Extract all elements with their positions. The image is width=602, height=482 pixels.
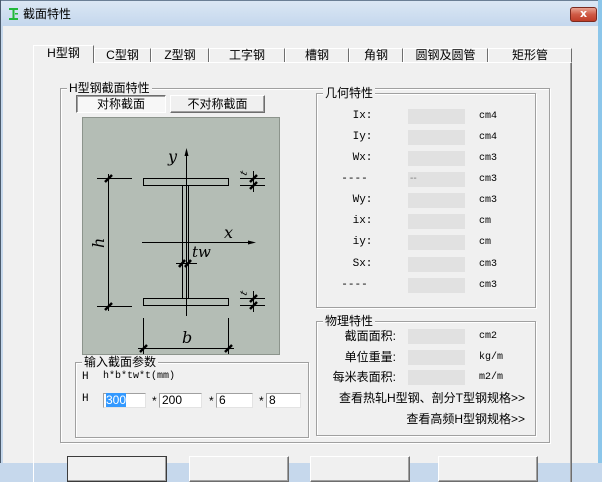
tab-angle[interactable]: 角钢 xyxy=(349,48,403,62)
wy-modulus-value xyxy=(408,193,465,208)
tab-label: 圆钢及圆管 xyxy=(415,48,476,62)
placeholder-label: ---- xyxy=(341,173,368,185)
web-thickness-tw-input[interactable]: 6 xyxy=(216,393,253,408)
iy-radius-label: iy: xyxy=(352,236,373,248)
height-label: h xyxy=(89,238,108,248)
h-beam-drawing: y x tw b h t t xyxy=(89,147,265,354)
tab-label: 工字钢 xyxy=(228,48,265,62)
footer-button-2[interactable] xyxy=(189,456,289,482)
wx-modulus-label: Wx: xyxy=(352,152,373,164)
section-area-value xyxy=(408,329,465,344)
window-border-right xyxy=(598,0,602,463)
ix-moment-value xyxy=(408,109,465,124)
input-params-group: 输入截面参数 xyxy=(75,355,309,438)
multiply-separator: * xyxy=(259,394,264,408)
tab-label: 槽钢 xyxy=(304,48,329,62)
tab-panel xyxy=(33,62,572,482)
unit-label: cm xyxy=(479,237,492,248)
sx-static-moment-value xyxy=(408,257,465,272)
asymmetric-section-button[interactable]: 不对称截面 xyxy=(170,95,265,113)
group-legend: H型钢截面特性 xyxy=(67,81,152,95)
tab-label: H型钢 xyxy=(47,46,80,60)
tab-label: 矩形管 xyxy=(511,48,548,62)
footer-button-1[interactable] xyxy=(67,456,167,482)
h-section-diagram: y x tw b h t t xyxy=(82,117,280,355)
footer-button-3[interactable] xyxy=(310,456,410,482)
unit-label: cm3 xyxy=(479,195,498,206)
unit-label: cm3 xyxy=(479,174,498,185)
multiply-separator: * xyxy=(209,394,214,408)
group-legend: 输入截面参数 xyxy=(82,355,159,369)
surface-area-per-meter-value xyxy=(408,370,465,385)
unit-label: cm4 xyxy=(479,132,498,143)
sx-static-moment-label: Sx: xyxy=(352,258,373,270)
surface-area-per-meter-label: 每米表面积: xyxy=(332,370,396,384)
group-legend: 物理特性 xyxy=(323,314,376,328)
unit-weight-label: 单位重量: xyxy=(344,350,396,364)
physical-properties-group: 物理特性 xyxy=(316,314,536,436)
wx-modulus-value xyxy=(408,151,465,166)
selected-text: 300 xyxy=(106,393,127,407)
geometry-properties-group: 几何特性 xyxy=(316,86,536,308)
x-axis-label: x xyxy=(224,223,233,242)
wy-modulus-label: Wy: xyxy=(352,194,373,206)
title-bar[interactable]: 截面特性 x xyxy=(1,0,598,26)
i-beam-icon xyxy=(9,8,18,20)
flange-thickness-bottom-label: t xyxy=(238,289,250,297)
high-frequency-spec-link[interactable]: 查看高频H型钢规格>> xyxy=(406,412,525,426)
close-icon: x xyxy=(579,7,588,20)
flange-thickness-top-label: t xyxy=(238,169,250,177)
web-thickness-label: tw xyxy=(192,243,211,261)
placeholder-label: ---- xyxy=(341,279,368,291)
unit-label: m2/m xyxy=(479,372,504,383)
unit-label: cm3 xyxy=(479,259,498,270)
group-legend: 几何特性 xyxy=(323,86,376,100)
flange-thickness-t-input[interactable]: 8 xyxy=(266,393,301,408)
tab-label: C型钢 xyxy=(106,48,139,62)
unit-label: cm xyxy=(479,216,492,227)
window-border-left xyxy=(0,0,1,463)
unit-weight-value xyxy=(408,350,465,365)
section-area-label: 截面面积: xyxy=(344,329,396,343)
hot-rolled-spec-link[interactable]: 查看热轧H型钢、剖分T型钢规格>> xyxy=(338,391,525,405)
iy-radius-value xyxy=(408,235,465,250)
iy-moment-label: Iy: xyxy=(352,131,373,143)
ix-radius-label: ix: xyxy=(352,215,373,227)
formula-label: h*b*tw*t(mm) xyxy=(103,371,176,382)
placeholder-value: -- xyxy=(408,172,465,187)
symmetric-section-button[interactable]: 对称截面 xyxy=(76,95,166,113)
unit-label: cm3 xyxy=(479,153,498,164)
unit-label: kg/m xyxy=(479,352,504,363)
ix-moment-label: Ix: xyxy=(352,110,373,122)
window-title: 截面特性 xyxy=(23,7,72,21)
tab-h-steel[interactable]: H型钢 xyxy=(33,45,94,63)
iy-moment-value xyxy=(408,130,465,145)
placeholder-value xyxy=(408,278,465,293)
tab-rect-tube[interactable]: 矩形管 xyxy=(488,48,572,62)
unit-label: cm4 xyxy=(479,111,498,122)
tab-z-steel[interactable]: Z型钢 xyxy=(151,48,209,62)
footer-button-4[interactable] xyxy=(438,456,538,482)
tab-round-bar-pipe[interactable]: 圆钢及圆管 xyxy=(403,48,488,62)
tab-c-steel[interactable]: C型钢 xyxy=(94,48,151,62)
unit-label: cm2 xyxy=(479,331,498,342)
section-properties-group: H型钢截面特性 xyxy=(60,81,550,443)
width-label: b xyxy=(182,328,192,347)
unit-label: cm3 xyxy=(479,280,498,291)
ix-radius-value xyxy=(408,214,465,229)
row-type-label: H xyxy=(82,393,89,405)
height-h-input[interactable]: 300 xyxy=(103,393,146,408)
tab-label: Z型钢 xyxy=(164,48,196,62)
tab-i-beam[interactable]: 工字钢 xyxy=(209,48,285,62)
tab-label: 角钢 xyxy=(363,48,388,62)
close-button[interactable]: x xyxy=(570,7,597,22)
y-axis-label: y xyxy=(167,147,178,166)
section-type-label: H xyxy=(82,371,89,383)
multiply-separator: * xyxy=(152,394,157,408)
tab-channel[interactable]: 槽钢 xyxy=(285,48,349,62)
width-b-input[interactable]: 200 xyxy=(159,393,202,408)
